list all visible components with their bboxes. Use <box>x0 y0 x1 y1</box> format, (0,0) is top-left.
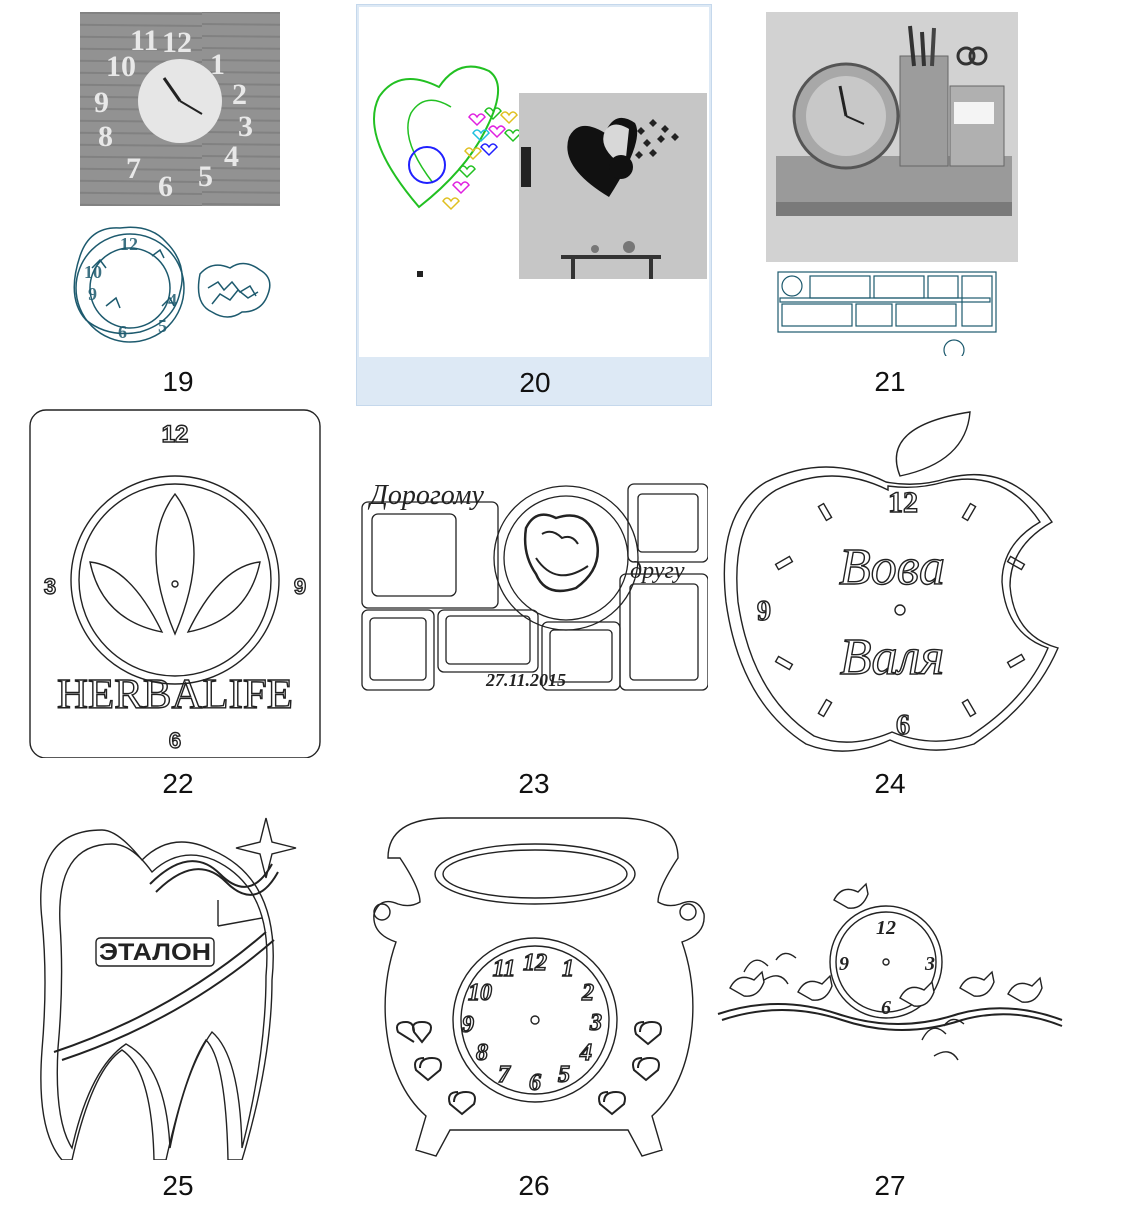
thumbnail-item-26[interactable]: 12 1 2 3 4 5 6 7 8 9 10 11 26 <box>356 808 712 1210</box>
greeting-text-top: Дорогому <box>367 480 485 511</box>
svg-text:8: 8 <box>98 120 113 153</box>
dial-number: 12 <box>876 917 896 939</box>
thumbnail-label-23: 23 <box>518 768 550 799</box>
thumbnail-label-26: 26 <box>518 1170 550 1201</box>
thumbnail-item-25[interactable]: ЭТАЛОН 25 <box>0 808 356 1210</box>
thumbnail-image-25: ЭТАЛОН <box>2 810 352 1160</box>
svg-text:2: 2 <box>232 78 247 111</box>
thumbnail-label-20: 20 <box>519 367 551 398</box>
svg-text:5: 5 <box>198 160 213 193</box>
greeting-text-bottom: другу <box>630 558 685 584</box>
thumbnail-label-22: 22 <box>162 768 194 799</box>
thumbnail-label-27: 27 <box>874 1170 906 1201</box>
dial-number: 9 <box>839 953 849 975</box>
thumbnail-label-25: 25 <box>162 1170 194 1201</box>
thumbnail-item-27[interactable]: 12 3 6 9 27 <box>712 808 1068 1210</box>
dial-number: 12 <box>162 421 189 448</box>
dial-number: 6 <box>169 728 181 753</box>
thumbnail-item-20[interactable]: 20 <box>356 4 712 406</box>
dial-number: 8 <box>476 1040 488 1066</box>
svg-text:10: 10 <box>106 50 136 83</box>
dial-number: 3 <box>44 574 56 599</box>
thumbnail-image-22: 12 3 9 6 HERBALIFE <box>2 408 352 758</box>
dial-number: 9 <box>462 1012 474 1038</box>
thumbnail-label-21: 21 <box>874 366 906 397</box>
thumbnail-image-21 <box>714 6 1064 356</box>
svg-text:9: 9 <box>88 284 97 304</box>
thumbnail-item-23[interactable]: Дорогому другу 27.11.2015 23 <box>356 406 712 808</box>
dial-number: 7 <box>498 1062 511 1088</box>
svg-text:12: 12 <box>162 26 192 59</box>
dial-number: 6 <box>896 710 910 741</box>
dial-number: 3 <box>589 1010 602 1036</box>
thumbnail-item-21[interactable]: 21 <box>712 4 1068 406</box>
svg-text:6: 6 <box>158 170 173 203</box>
thumbnail-image-26: 12 1 2 3 4 5 6 7 8 9 10 11 <box>358 810 708 1160</box>
svg-text:7: 7 <box>126 152 141 185</box>
svg-text:10: 10 <box>84 262 102 282</box>
name-text-bottom: Валя <box>840 629 945 686</box>
svg-text:4: 4 <box>168 290 177 310</box>
logo-text: ЭТАЛОН <box>99 939 211 966</box>
dial-number: 9 <box>757 596 771 627</box>
dial-number: 5 <box>558 1062 570 1088</box>
dial-number: 6 <box>881 997 891 1019</box>
svg-text:6: 6 <box>118 322 127 342</box>
thumbnail-image-27: 12 3 6 9 <box>714 810 1064 1160</box>
svg-text:4: 4 <box>224 140 239 173</box>
dial-number: 12 <box>523 950 547 976</box>
dial-number: 12 <box>888 486 918 519</box>
dial-number: 10 <box>468 980 492 1006</box>
dial-number: 6 <box>529 1070 541 1096</box>
thumbnail-image-24: 12 9 6 Вова Валя <box>714 408 1064 758</box>
thumbnail-image-23: Дорогому другу 27.11.2015 <box>358 408 708 758</box>
dial-number: 9 <box>294 574 306 599</box>
dial-number: 2 <box>581 980 594 1006</box>
dial-number: 1 <box>562 956 574 982</box>
svg-text:11: 11 <box>130 24 158 57</box>
date-text: 27.11.2015 <box>485 670 566 690</box>
herbalife-logo-text: HERBALIFE <box>57 672 293 718</box>
svg-text:9: 9 <box>94 86 109 119</box>
dial-number: 11 <box>493 956 516 982</box>
svg-text:12: 12 <box>120 234 138 254</box>
thumbnail-label-19: 19 <box>162 366 194 397</box>
thumbnail-item-24[interactable]: 12 9 6 Вова Валя 24 <box>712 406 1068 808</box>
thumbnail-item-22[interactable]: 12 3 9 6 HERBALIFE 22 <box>0 406 356 808</box>
svg-text:1: 1 <box>210 48 225 81</box>
name-text-top: Вова <box>839 539 945 596</box>
thumbnail-image-20 <box>359 7 709 357</box>
dial-number: 4 <box>579 1040 592 1066</box>
svg-text:5: 5 <box>158 316 167 336</box>
dial-number: 3 <box>924 953 935 975</box>
svg-text:3: 3 <box>238 110 253 143</box>
thumbnail-label-24: 24 <box>874 768 906 799</box>
